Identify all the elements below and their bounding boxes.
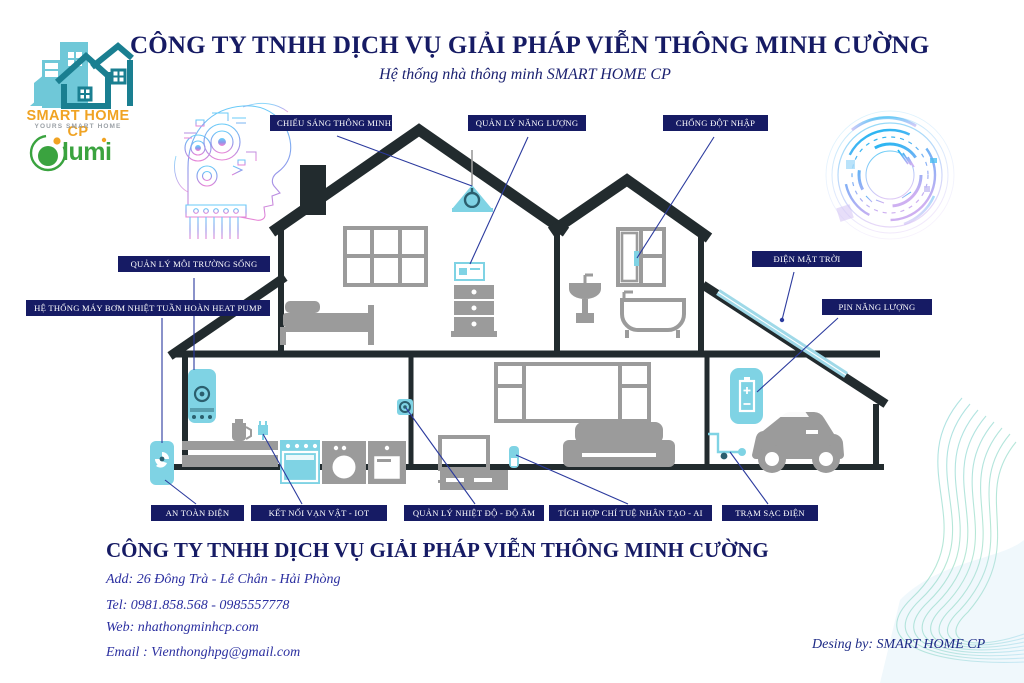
charging-cable (708, 432, 746, 460)
bed-furniture (280, 301, 374, 345)
bathroom-window (616, 227, 666, 287)
bathtub-fixture (620, 290, 686, 338)
label-iot[interactable]: KẾT NỐI VẠN VẬT - IOT (251, 505, 387, 521)
humidity-sensor-device[interactable] (421, 399, 437, 415)
partner-logo-label: lumi (62, 138, 112, 166)
dishwasher-appliance (368, 441, 406, 484)
label-lighting[interactable]: CHIẾU SÁNG THÔNG MINH (270, 115, 392, 131)
electric-car (752, 407, 844, 473)
footer-web[interactable]: Web: nhathongminhcp.com (106, 620, 259, 635)
label-energy-management[interactable]: QUẢN LÝ NĂNG LƯỢNG (468, 115, 586, 131)
footer-company-title: CÔNG TY TNHH DỊCH VỤ GIẢI PHÁP VIỄN THÔN… (106, 538, 769, 562)
chimney (300, 165, 326, 215)
solar-panel[interactable] (716, 289, 848, 378)
decorative-wave-soft (880, 540, 1024, 683)
kitchen-counter (182, 441, 278, 467)
energy-meter-device[interactable] (454, 262, 485, 281)
label-charging-station[interactable]: TRẠM SẠC ĐIỆN (722, 505, 818, 521)
decorative-wave (896, 397, 1024, 663)
label-battery[interactable]: PIN NĂNG LƯỢNG (822, 299, 932, 315)
sink-fixture (569, 273, 601, 323)
window-sensor-device[interactable] (634, 251, 639, 266)
label-intrusion[interactable]: CHỐNG ĐỘT NHẬP (663, 115, 768, 131)
oven-appliance[interactable] (280, 440, 320, 484)
leader-dots (779, 317, 785, 323)
label-ai[interactable]: TÍCH HỢP CHÍ TUỆ NHÂN TẠO - AI (549, 505, 712, 521)
footer-email[interactable]: Email : Vienthonghpg@gmail.com (106, 645, 301, 660)
tv-cabinet (440, 470, 508, 490)
label-heat-pump[interactable]: HỆ THỐNG MÁY BƠM NHIỆT TUẦN HOÀN HEAT PU… (26, 300, 270, 316)
page-title: CÔNG TY TNHH DỊCH VỤ GIẢI PHÁP VIỄN THÔN… (130, 32, 930, 59)
label-solar[interactable]: ĐIỆN MẶT TRỜI (752, 251, 862, 267)
thermostat-sensor-device[interactable] (397, 399, 413, 415)
logo-tagline: YOURS SMART HOME (34, 123, 122, 130)
logo-brand-name: SMART HOME CP (26, 108, 130, 140)
living-room-window (494, 362, 651, 423)
washing-machine-appliance (322, 441, 366, 484)
footer-address: Add: 26 Đông Trà - Lê Chân - Hải Phòng (106, 572, 341, 587)
tech-ring-icon (825, 110, 955, 240)
footer-tel: Tel: 0981.858.568 - 0985557778 (106, 598, 290, 613)
label-living-environment[interactable]: QUẢN LÝ MÔI TRƯỜNG SỐNG (118, 256, 270, 272)
bedroom-window (343, 226, 428, 287)
pendant-lamp-device[interactable] (452, 150, 493, 212)
smart-plug-device[interactable] (258, 421, 268, 440)
ai-speaker-device[interactable] (509, 446, 519, 468)
design-credit: Desing by: SMART HOME CP (812, 637, 986, 652)
water-heater-device[interactable] (188, 369, 216, 423)
kettle-appliance (232, 419, 252, 441)
leader-lines (161, 135, 839, 505)
ai-head-icon (174, 102, 292, 239)
page-subtitle: Hệ thống nhà thông minh SMART HOME CP (379, 66, 671, 83)
ventilation-fan-device[interactable] (150, 441, 174, 485)
label-temp-humidity[interactable]: QUẢN LÝ NHIỆT ĐỘ - ĐỘ ẨM (404, 505, 544, 521)
sofa-furniture (563, 422, 675, 467)
label-electric-safety[interactable]: AN TOÀN ĐIỆN (151, 505, 244, 521)
battery-storage-device[interactable] (730, 368, 763, 424)
dresser-furniture (451, 285, 497, 337)
